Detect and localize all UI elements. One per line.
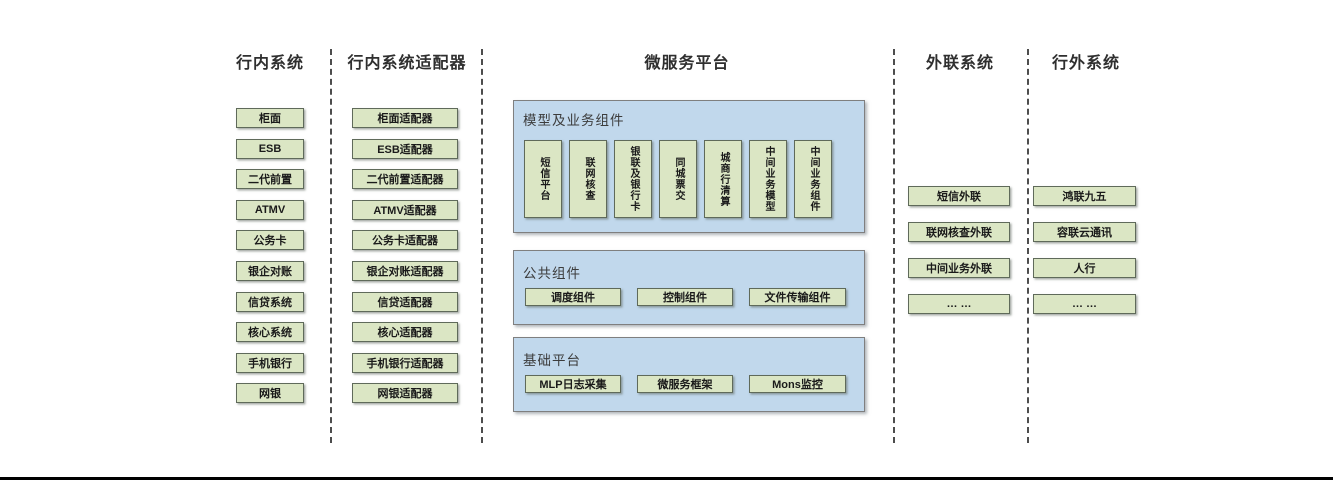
inbank-system-box: 柜面	[236, 108, 304, 128]
model-component-box: 银联及银行卡	[614, 140, 652, 218]
adapter-box: 信贷适配器	[352, 291, 458, 312]
base-component-box: 微服务框架	[637, 375, 733, 393]
model-component-box: 短信平台	[524, 140, 562, 218]
model-components-row: 短信平台联网核查银联及银行卡同城票交城商行清算中间业务模型中间业务组件	[524, 140, 832, 218]
model-component-box: 城商行清算	[704, 140, 742, 218]
column-header-external: 行外系统	[1051, 55, 1120, 72]
column-header-platform: 微服务平台	[644, 55, 730, 72]
inbank-systems-stack: 柜面 ESB 二代前置 ATMV 公务卡银企对账信贷系统核心系统手机银行网银	[236, 108, 304, 404]
external-system-box: 人行	[1033, 258, 1136, 278]
panel-title: 基础平台	[523, 353, 581, 368]
column-header-inbank: 行内系统	[235, 55, 304, 72]
dashed-divider	[893, 49, 895, 443]
external-systems-stack: 鸿联九五容联云通讯人行 … …	[1033, 186, 1136, 314]
adapter-box: 网银适配器	[352, 383, 458, 404]
model-component-box: 中间业务模型	[749, 140, 787, 218]
column-header-adapter: 行内系统适配器	[347, 55, 467, 72]
adapter-box: ATMV适配器	[352, 199, 458, 220]
inbank-system-box: 公务卡	[236, 230, 304, 251]
base-component-box: MLP日志采集	[525, 375, 621, 393]
dashed-divider	[1027, 49, 1029, 443]
common-component-box: 调度组件	[525, 288, 621, 306]
outlink-system-box: 短信外联	[908, 186, 1010, 206]
external-system-box: 容联云通讯	[1033, 222, 1136, 242]
common-components-panel: 公共组件 调度组件控制组件文件传输组件	[513, 250, 865, 325]
adapter-box: 核心适配器	[352, 322, 458, 343]
column-header-outlink: 外联系统	[925, 55, 994, 72]
inbank-system-box: ESB	[236, 138, 304, 159]
base-components-row: MLP日志采集微服务框架 Mons监控	[525, 375, 846, 393]
common-component-box: 控制组件	[637, 288, 733, 306]
adapter-box: 公务卡适配器	[352, 230, 458, 251]
outlink-system-box: 中间业务外联	[908, 258, 1010, 278]
bottom-border-line	[0, 477, 1333, 480]
adapter-stack: 柜面适配器 ESB适配器二代前置适配器 ATMV适配器公务卡适配器银企对账适配器信贷…	[352, 108, 458, 404]
external-system-box: 鸿联九五	[1033, 186, 1136, 206]
adapter-box: 柜面适配器	[352, 108, 458, 128]
model-business-components-panel: 模型及业务组件 短信平台联网核查银联及银行卡同城票交城商行清算中间业务模型中间业…	[513, 100, 865, 233]
inbank-system-box: 银企对账	[236, 260, 304, 281]
panel-title: 模型及业务组件	[523, 113, 625, 128]
model-component-box: 同城票交	[659, 140, 697, 218]
inbank-system-box: 信贷系统	[236, 291, 304, 312]
inbank-system-box: 手机银行	[236, 352, 304, 373]
model-component-box: 联网核查	[569, 140, 607, 218]
dashed-divider	[330, 49, 332, 443]
inbank-system-box: ATMV	[236, 199, 304, 220]
adapter-box: 手机银行适配器	[352, 352, 458, 373]
adapter-box: ESB适配器	[352, 138, 458, 159]
outlink-system-box: … …	[908, 294, 1010, 314]
outlink-system-box: 联网核查外联	[908, 222, 1010, 242]
adapter-box: 二代前置适配器	[352, 169, 458, 190]
inbank-system-box: 网银	[236, 383, 304, 404]
inbank-system-box: 核心系统	[236, 322, 304, 343]
panel-title: 公共组件	[523, 266, 581, 281]
base-platform-panel: 基础平台 MLP日志采集微服务框架 Mons监控	[513, 337, 865, 412]
dashed-divider	[481, 49, 483, 443]
common-components-row: 调度组件控制组件文件传输组件	[525, 288, 846, 306]
inbank-system-box: 二代前置	[236, 169, 304, 190]
adapter-box: 银企对账适配器	[352, 260, 458, 281]
outlink-systems-stack: 短信外联联网核查外联中间业务外联 … …	[908, 186, 1010, 314]
base-component-box: Mons监控	[749, 375, 846, 393]
model-component-box: 中间业务组件	[794, 140, 832, 218]
external-system-box: … …	[1033, 294, 1136, 314]
common-component-box: 文件传输组件	[749, 288, 846, 306]
